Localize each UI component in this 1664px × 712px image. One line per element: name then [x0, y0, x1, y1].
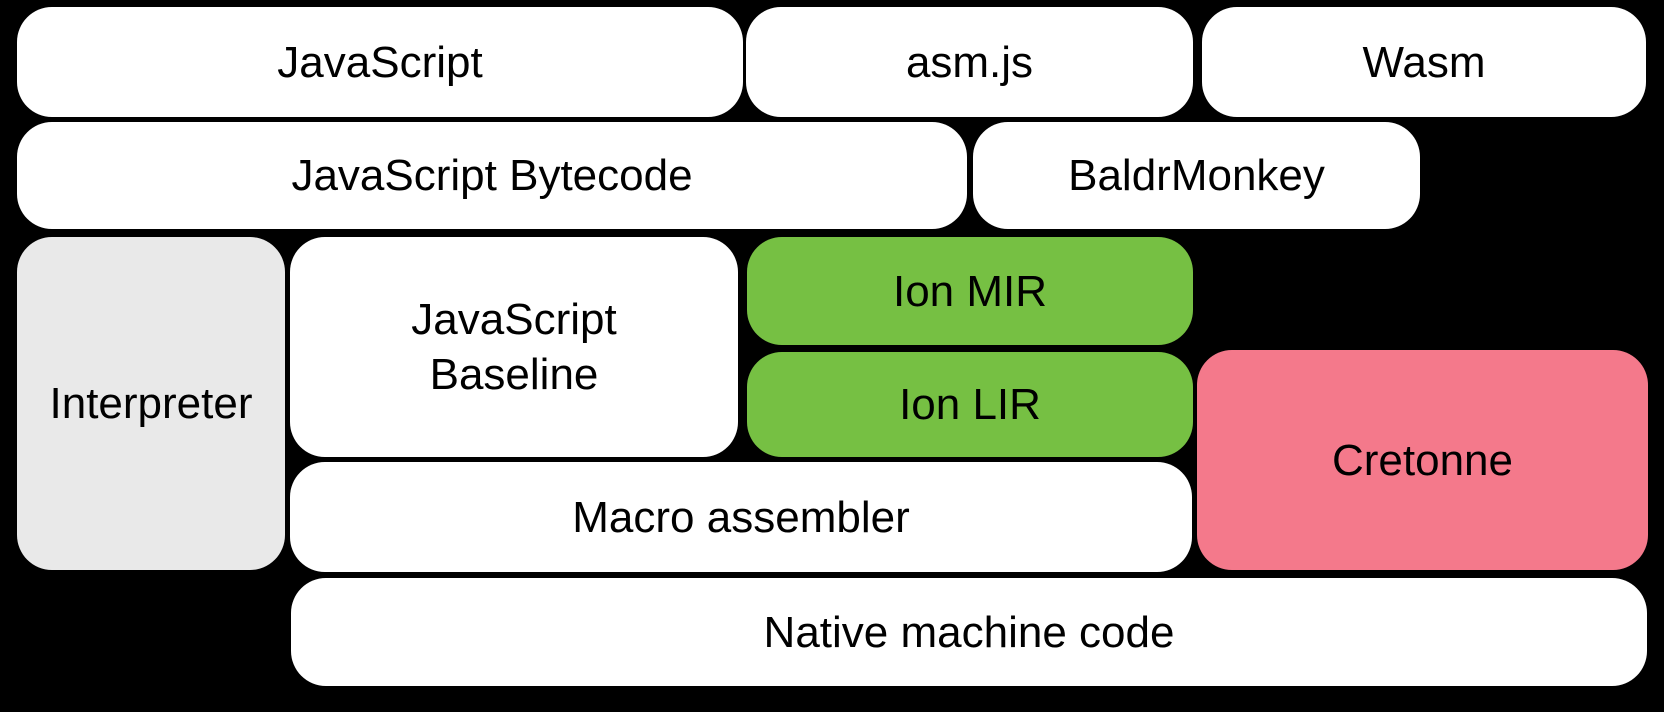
node-javascript-baseline-label: JavaScript Baseline: [411, 295, 617, 399]
node-native-machine-code-label: Native machine code: [763, 607, 1175, 657]
node-javascript: JavaScript: [17, 7, 743, 117]
node-javascript-label: JavaScript: [277, 37, 483, 87]
node-interpreter-label: Interpreter: [49, 379, 253, 428]
node-ion-mir: Ion MIR: [747, 237, 1193, 345]
node-macro-assembler: Macro assembler: [290, 462, 1192, 572]
node-wasm: Wasm: [1202, 7, 1646, 117]
node-interpreter: Interpreter: [17, 237, 285, 570]
node-ion-mir-label: Ion MIR: [892, 266, 1048, 316]
node-ion-lir: Ion LIR: [747, 352, 1193, 457]
node-ion-lir-label: Ion LIR: [899, 380, 1041, 429]
node-cretonne: Cretonne: [1197, 350, 1648, 570]
node-javascript-baseline: JavaScript Baseline: [290, 237, 738, 457]
node-native-machine-code: Native machine code: [291, 578, 1647, 686]
node-asmjs-label: asm.js: [905, 37, 1034, 87]
node-baldrmonkey-label: BaldrMonkey: [1068, 151, 1325, 200]
node-javascript-bytecode-label: JavaScript Bytecode: [291, 151, 693, 200]
node-baldrmonkey: BaldrMonkey: [973, 122, 1420, 229]
node-wasm-label: Wasm: [1362, 37, 1486, 87]
node-javascript-bytecode: JavaScript Bytecode: [17, 122, 967, 229]
node-macro-assembler-label: Macro assembler: [572, 492, 910, 542]
node-cretonne-label: Cretonne: [1331, 435, 1513, 485]
node-asmjs: asm.js: [746, 7, 1193, 117]
